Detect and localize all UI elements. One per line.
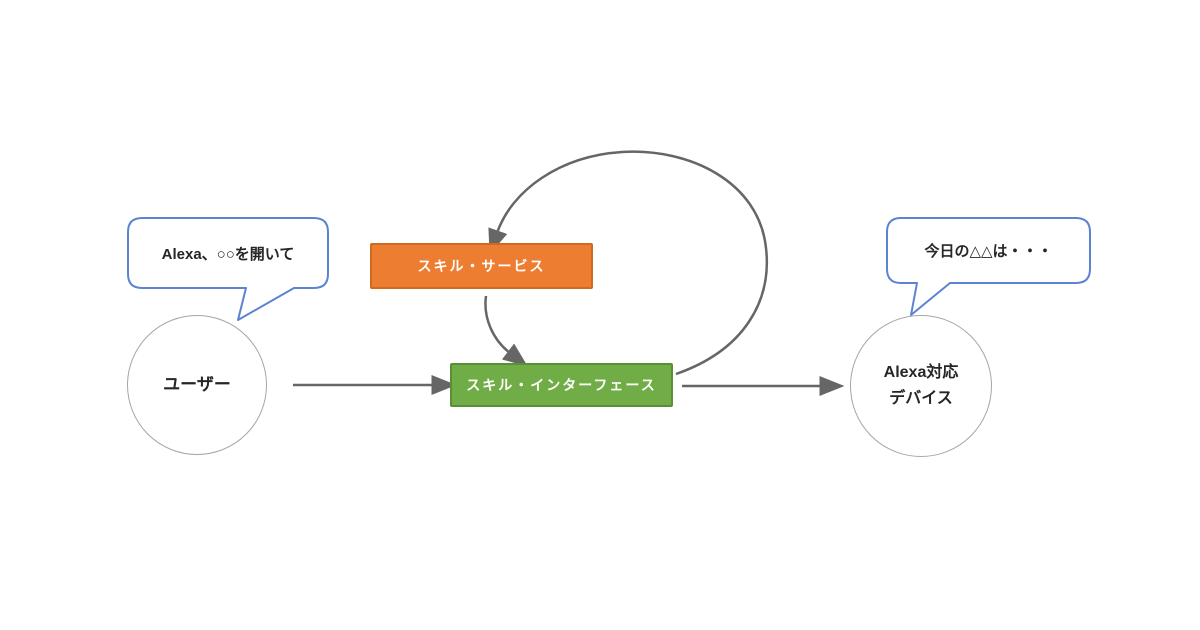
speech-bubble-device-response — [886, 217, 1091, 316]
node-user: ユーザー — [127, 315, 267, 455]
speech-bubble-user-request — [127, 217, 329, 321]
node-user-label: ユーザー — [163, 375, 231, 394]
node-skill-service: スキル・サービス — [370, 243, 593, 289]
arrow-service-to-interface — [484, 295, 528, 367]
node-skill-interface-label: スキル・インターフェース — [466, 377, 657, 393]
arc-interface-to-service — [488, 150, 769, 376]
node-skill-interface: スキル・インターフェース — [450, 363, 673, 407]
node-alexa-device-label-line2: デバイス — [889, 390, 953, 407]
node-alexa-device: Alexa対応 デバイス — [850, 315, 992, 457]
node-skill-service-label: スキル・サービス — [417, 258, 546, 274]
node-alexa-device-label-line1: Alexa対応 — [883, 364, 959, 381]
